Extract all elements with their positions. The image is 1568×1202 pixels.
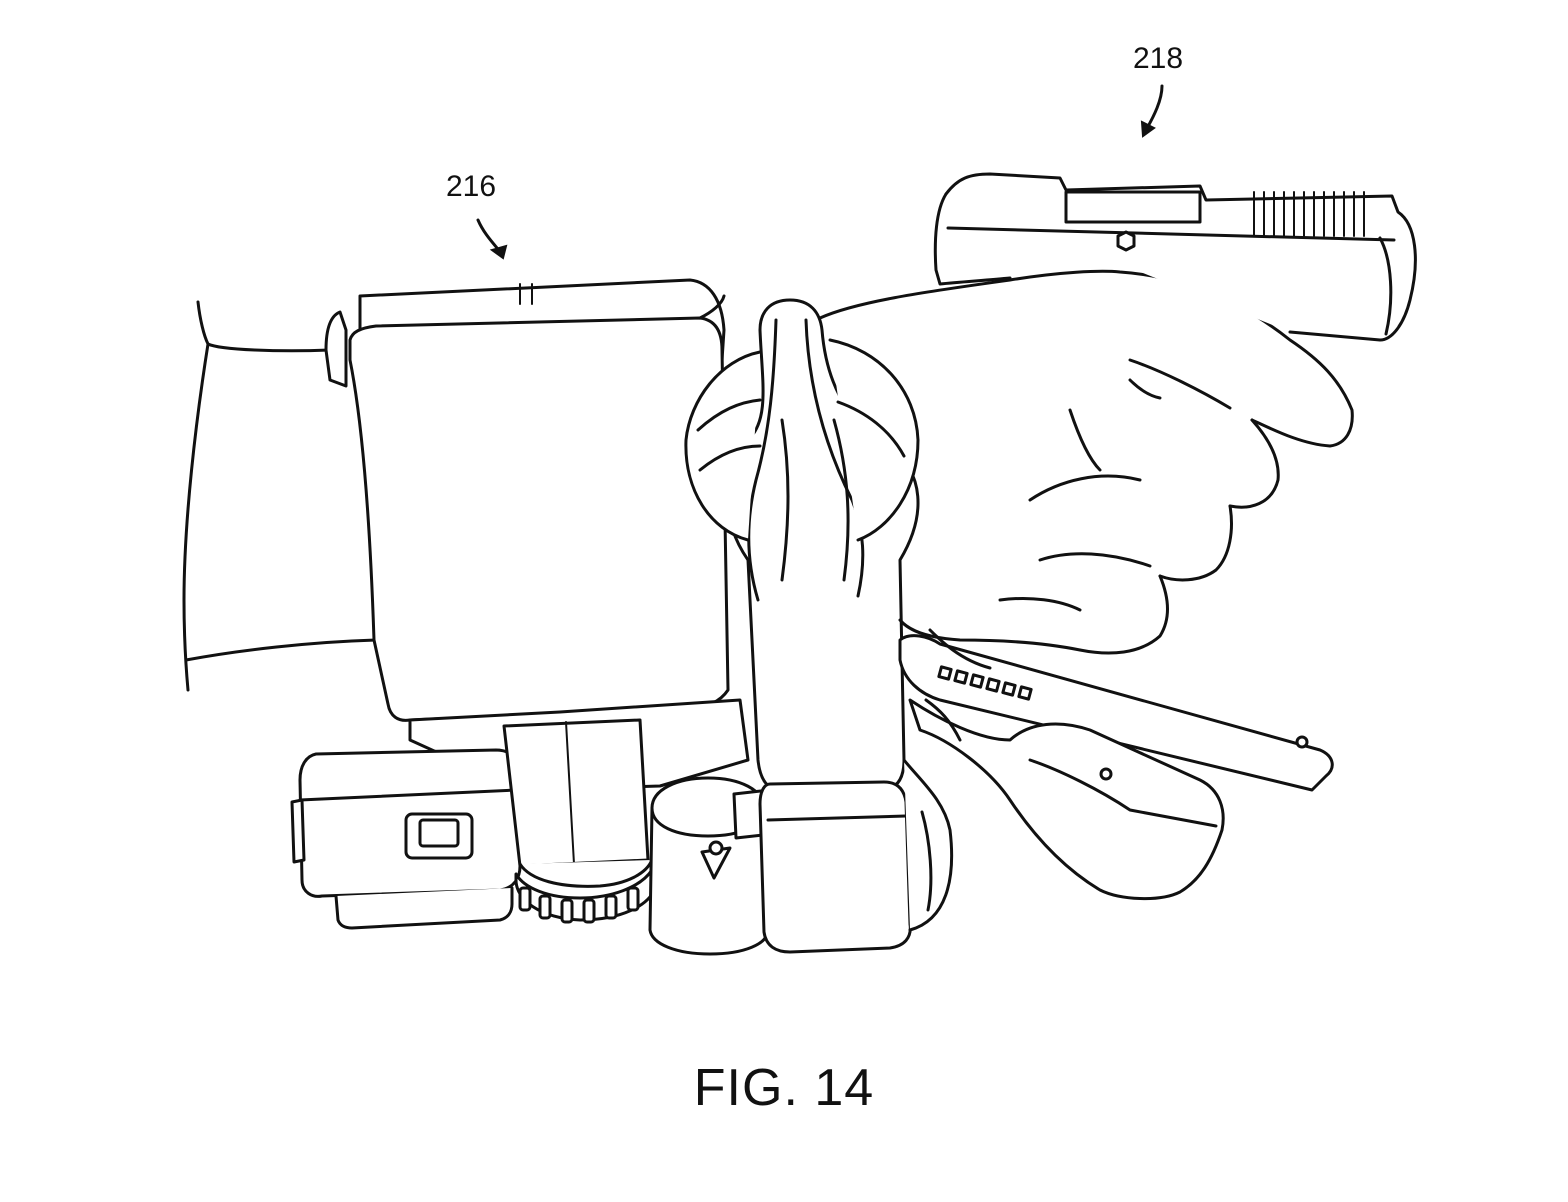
reference-numeral-216: 216 [446,170,497,203]
wrist-band-device [324,278,730,722]
dial-disc [684,338,920,542]
connector-cylinder [648,776,774,956]
reference-numeral-218: 218 [1133,42,1184,75]
figure-caption: FIG. 14 [693,1059,875,1117]
leader-arrow-218 [1140,84,1164,138]
leader-arrow-216 [476,218,508,260]
forearm [182,300,378,692]
handheld-unit [933,172,1417,342]
lower-lever-arms [898,628,1334,900]
control-module [290,698,750,930]
